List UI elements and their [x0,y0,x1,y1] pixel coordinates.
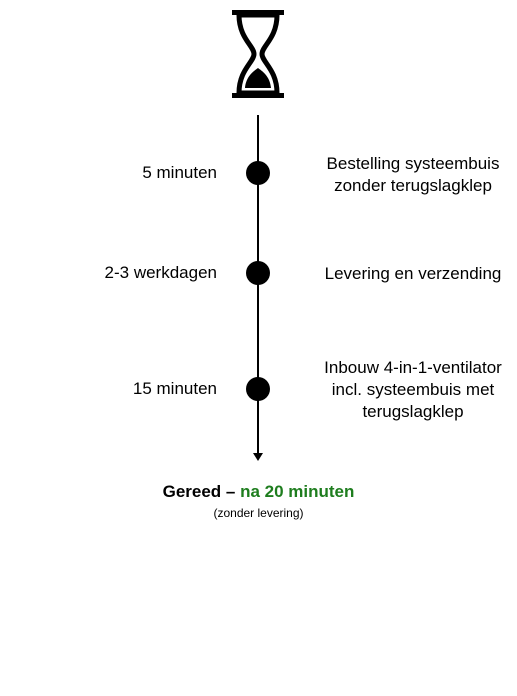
timeline-dot-3 [246,377,270,401]
result-highlight: na 20 minuten [240,482,355,501]
timeline-arrow-head [253,453,263,461]
result-note: (zonder levering) [213,506,304,520]
result-line: Gereed – na 20 minuten [0,482,517,502]
timeline-dot-2 [246,261,270,285]
step-duration-1: 5 minuten [142,163,217,182]
step-duration-2: 2-3 werkdagen [104,263,217,282]
timeline-line [257,115,259,455]
step-description-1: Bestelling systeembuis zonder terugslagk… [326,154,500,195]
step-description-2: Levering en verzending [324,264,502,283]
step-description-3: Inbouw 4-in-1-ventilator incl. systeembu… [324,358,502,421]
result-prefix: Gereed – [162,482,236,501]
timeline-dot-1 [246,161,270,185]
hourglass-icon [232,10,284,98]
step-duration-3: 15 minuten [132,379,217,398]
